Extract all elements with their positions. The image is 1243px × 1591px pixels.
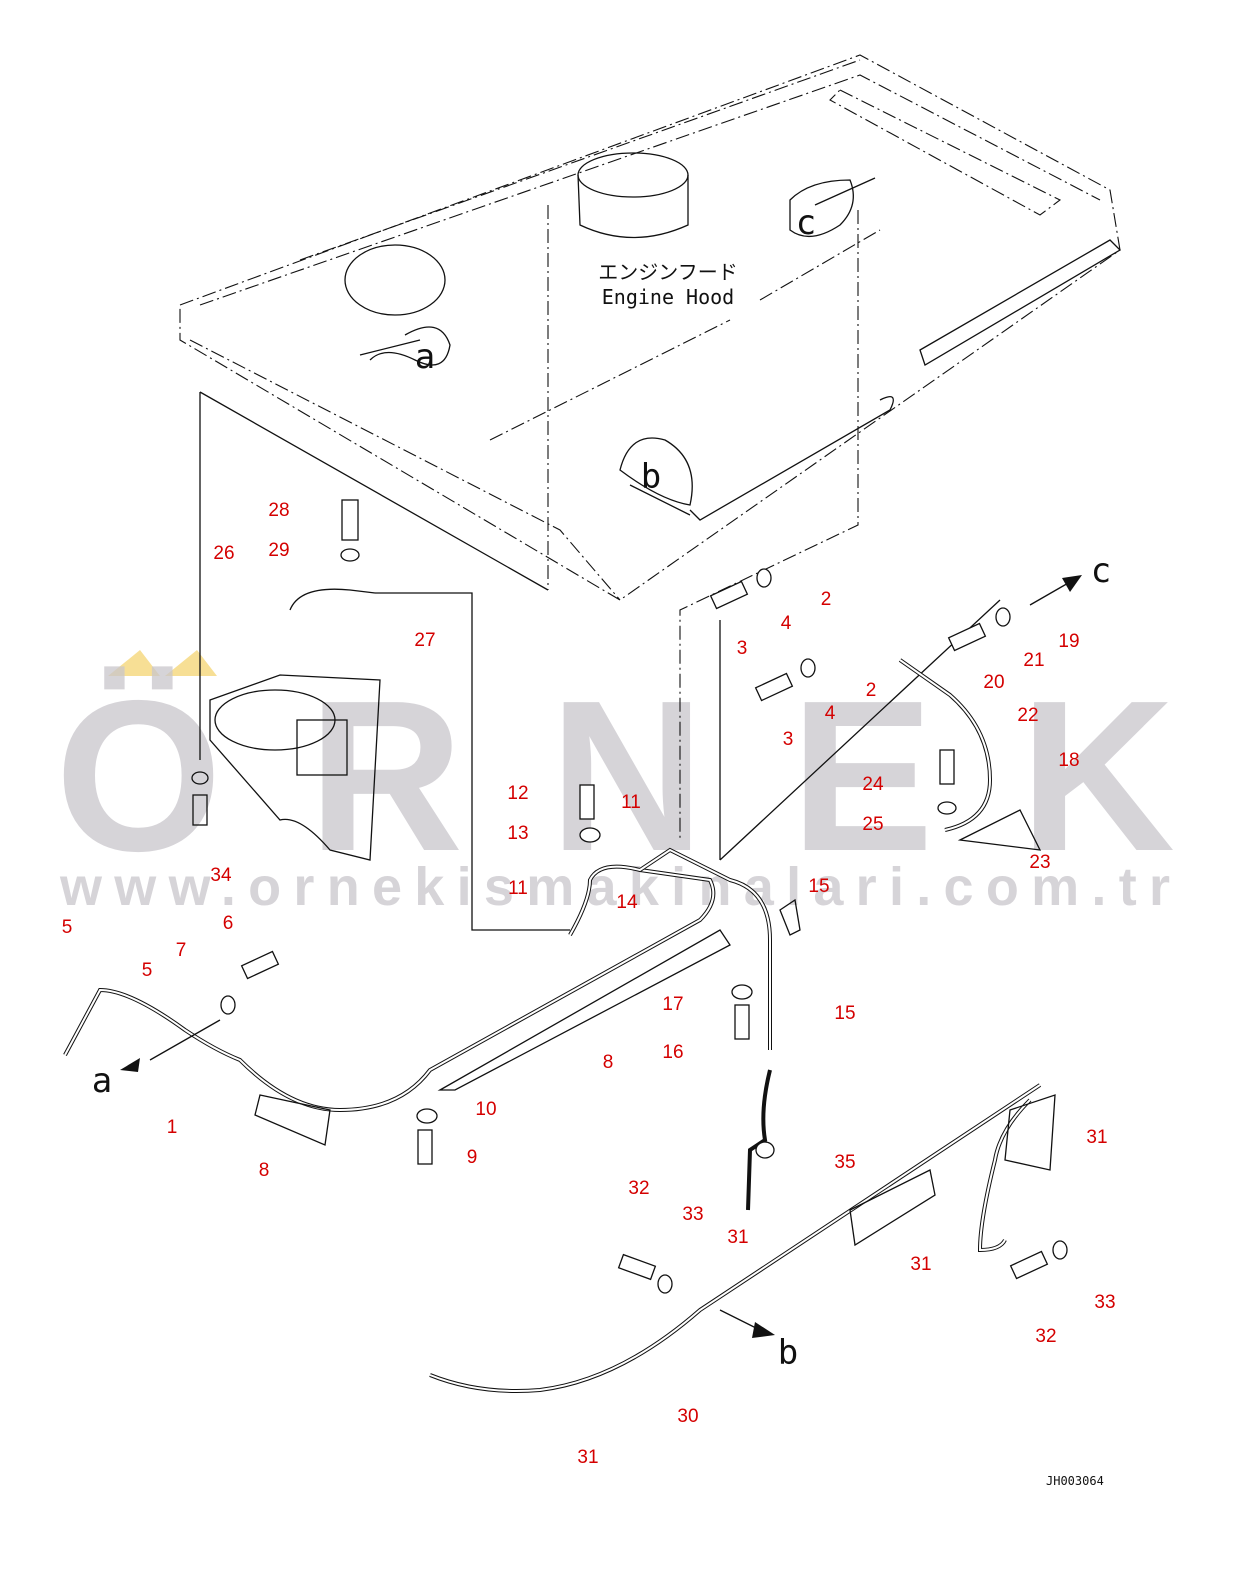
callout-number: 7 (176, 940, 187, 961)
callout-number: 16 (662, 1042, 683, 1063)
callout-number: 17 (662, 994, 683, 1015)
callout-number: 1 (167, 1117, 178, 1138)
callout-number: 14 (616, 892, 638, 913)
callout-number: 13 (507, 823, 528, 844)
view-letter-c: c (796, 203, 816, 243)
callout-number: 9 (467, 1147, 478, 1168)
wiring-harnesses: c a b (63, 551, 1111, 1393)
callout-number: 28 (268, 500, 289, 521)
callout-number: 22 (1017, 705, 1038, 726)
callout-number: 24 (862, 774, 884, 795)
view-letter-c-arrow: c (1091, 551, 1111, 591)
callout-number: 3 (783, 729, 794, 750)
callout-number: 2 (866, 680, 877, 701)
callout-number: 12 (507, 783, 528, 804)
callout-number: 30 (677, 1406, 698, 1427)
callout-number: 11 (621, 792, 641, 813)
watermark-accent-icon (108, 650, 160, 676)
callout-number: 4 (825, 703, 836, 724)
callout-number: 15 (808, 876, 829, 897)
callout-number: 2 (821, 589, 832, 610)
engine-hood: a c b エンジンフード Engine Hood (179, 54, 1122, 601)
hood-title-en: Engine Hood (602, 285, 734, 309)
view-letter-b: b (641, 457, 661, 497)
callout-number: 31 (577, 1447, 598, 1468)
watermark-accent-icon (165, 650, 217, 676)
view-letter-a: a (415, 337, 435, 377)
callout-number: 10 (475, 1099, 496, 1120)
callout-number: 23 (1029, 852, 1050, 873)
callout-number: 33 (1094, 1292, 1115, 1313)
callout-number: 21 (1023, 650, 1044, 671)
callout-number: 26 (213, 543, 234, 564)
callout-number: 5 (142, 960, 153, 981)
callout-number: 29 (268, 540, 289, 561)
callout-number: 33 (682, 1204, 703, 1225)
callout-number: 11 (508, 878, 528, 899)
callout-number: 19 (1058, 631, 1079, 652)
callout-number: 5 (62, 917, 73, 938)
drawing-code: JH003064 (1046, 1474, 1104, 1488)
callout-number: 31 (1086, 1127, 1107, 1148)
callout-number: 27 (414, 630, 435, 651)
callout-number: 31 (910, 1254, 931, 1275)
view-letter-b-arrow: b (778, 1333, 798, 1373)
callout-number: 34 (210, 865, 232, 886)
callout-number: 6 (223, 913, 234, 934)
callout-number: 35 (834, 1152, 855, 1173)
hood-title-jp: エンジンフード (598, 260, 737, 284)
callout-number: 18 (1058, 750, 1079, 771)
callout-number: 25 (862, 814, 883, 835)
callout-number: 8 (603, 1052, 614, 1073)
bolts (220, 568, 1068, 1294)
callout-number: 32 (1035, 1326, 1056, 1347)
callout-number: 3 (737, 638, 748, 659)
callout-number: 4 (781, 613, 792, 634)
callout-number: 8 (259, 1160, 270, 1181)
callout-number: 31 (727, 1227, 748, 1248)
callout-number: 32 (628, 1178, 649, 1199)
bracket-assembly (191, 499, 381, 861)
view-letter-a-arrow: a (92, 1061, 112, 1101)
callout-number: 20 (983, 672, 1004, 693)
callout-number: 15 (834, 1003, 855, 1024)
